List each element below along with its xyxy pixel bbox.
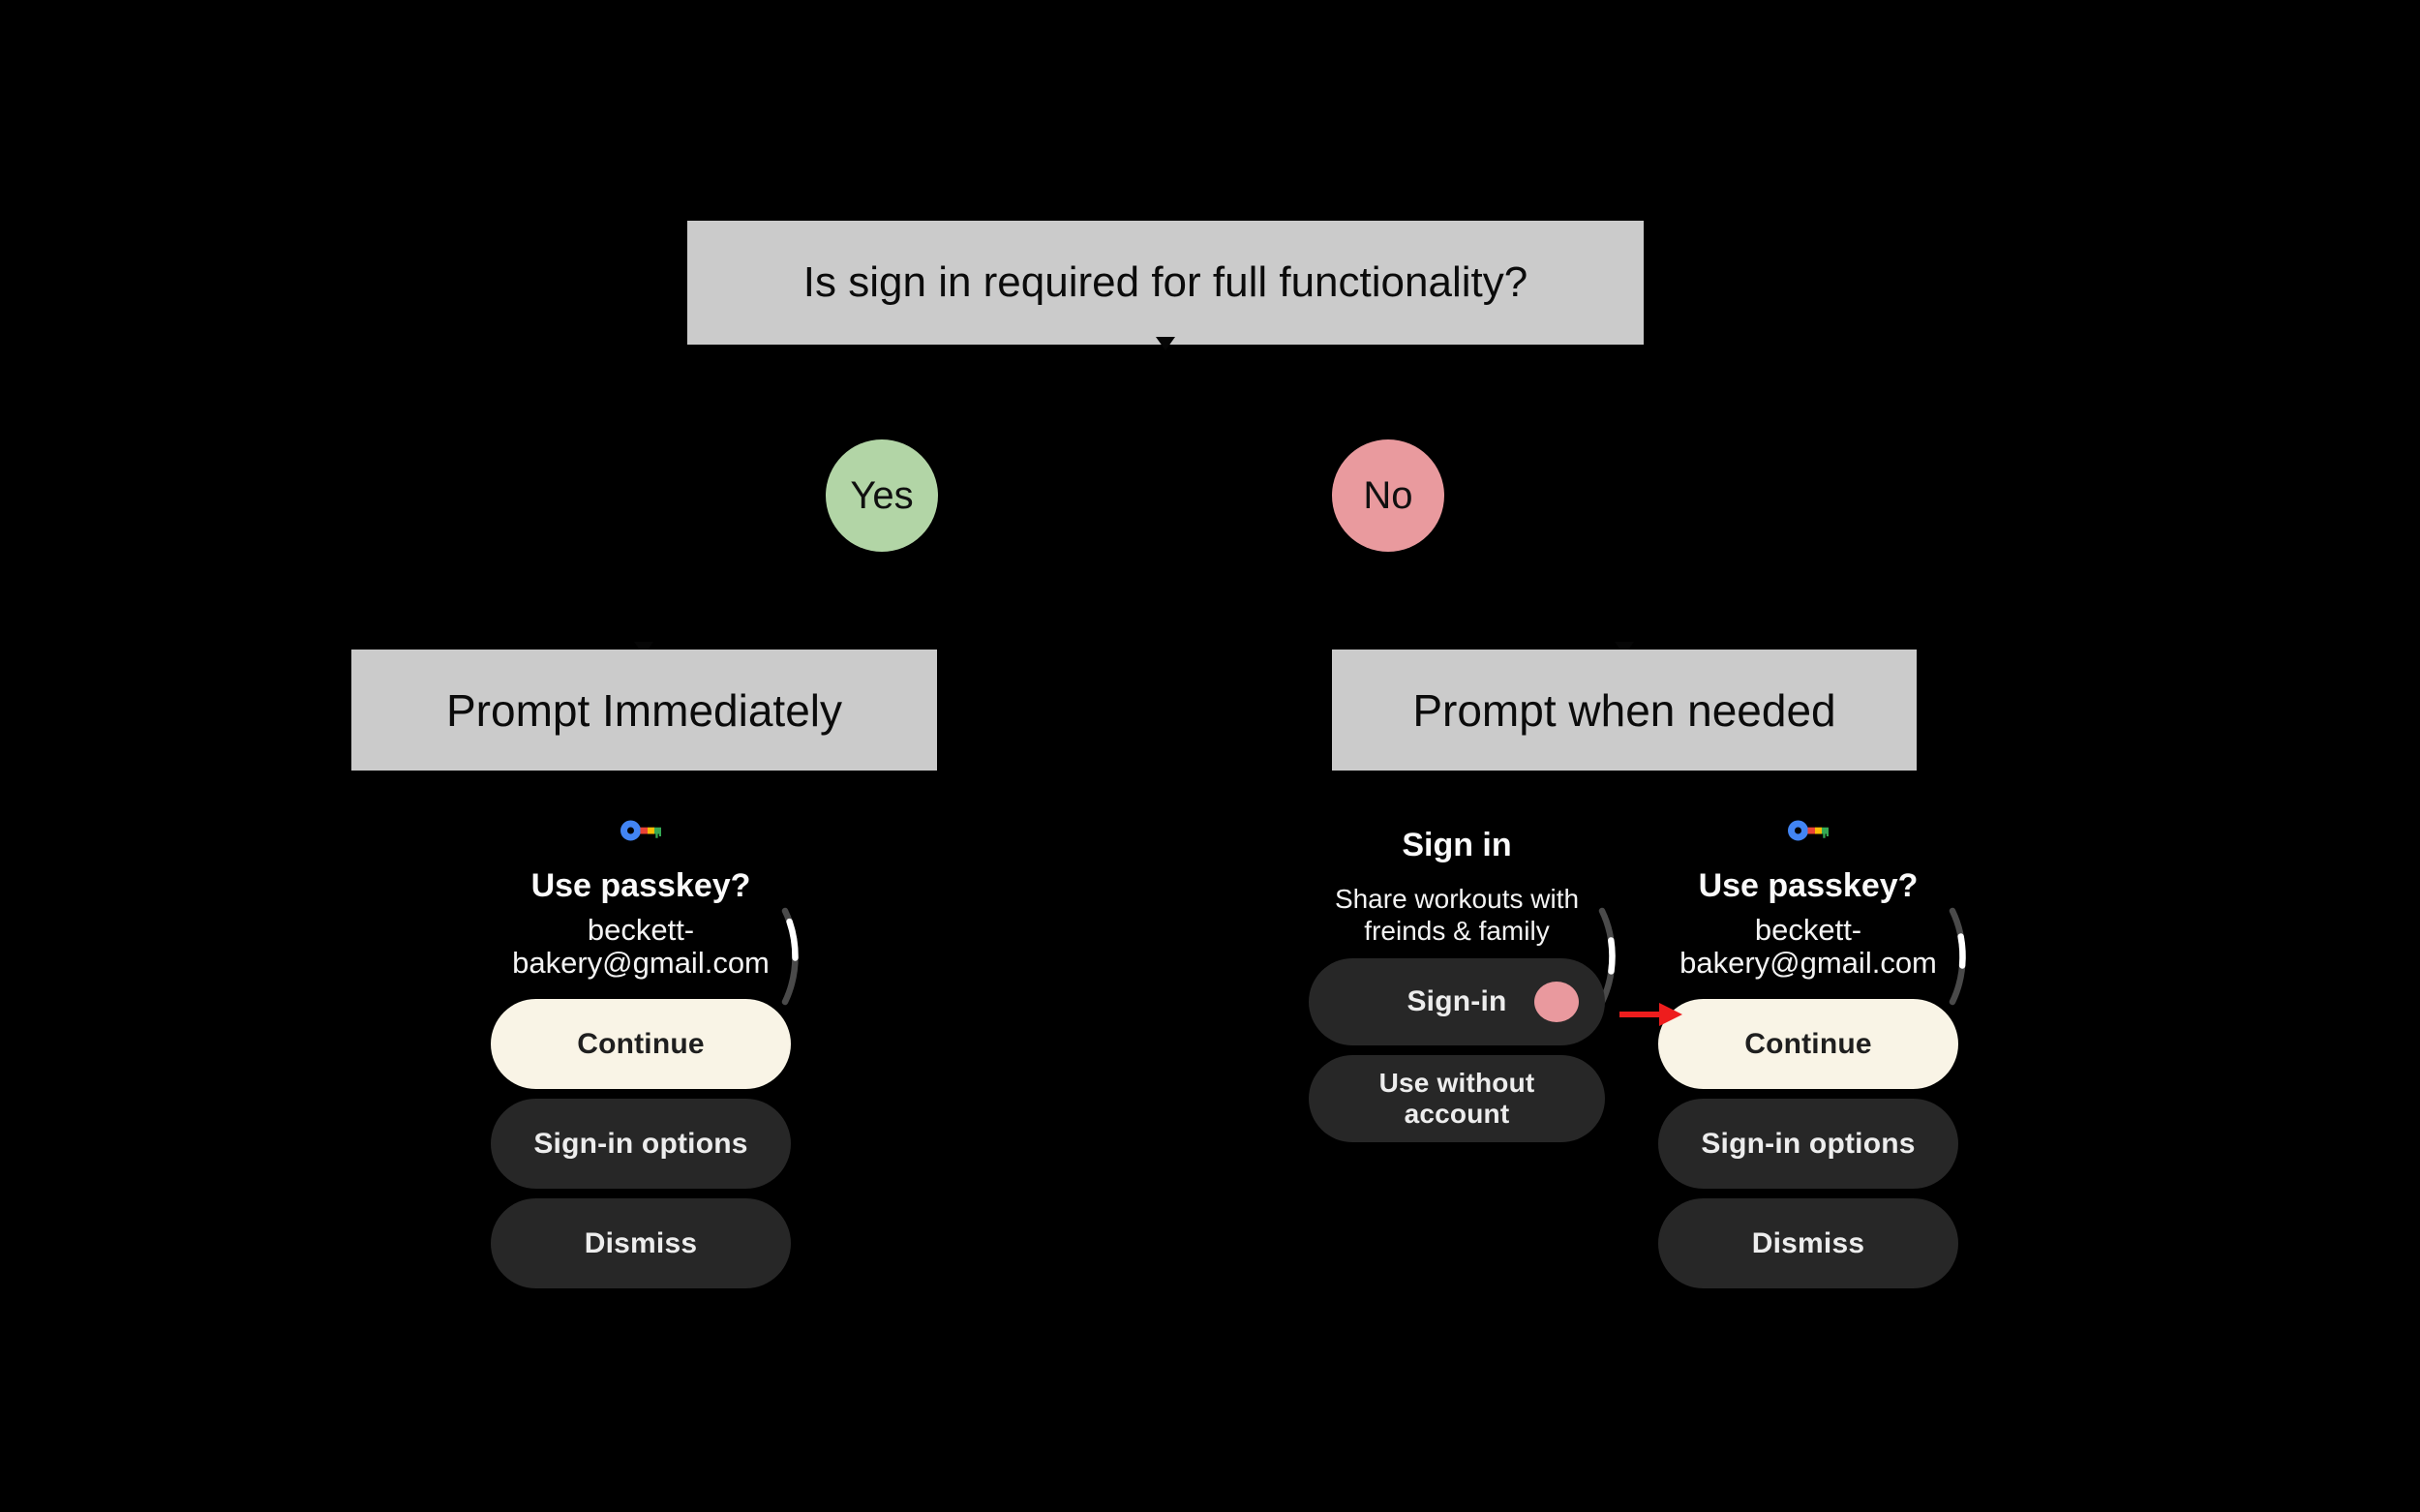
continue-button[interactable]: Continue [1658, 999, 1958, 1089]
no-node: No [1332, 439, 1444, 552]
outcome-node-prompt-immediately: Prompt Immediately [351, 650, 937, 771]
scroll-indicator [1597, 907, 1622, 1011]
outcome-node-prompt-when-needed: Prompt when needed [1332, 650, 1917, 771]
connector-arrowhead [1156, 337, 1175, 350]
passkey-title: Use passkey? [530, 867, 751, 904]
scroll-indicator [1948, 907, 1973, 1011]
question-text: Is sign in required for full functionali… [802, 258, 1528, 306]
passkey-key-icon [1788, 820, 1829, 846]
outcome-when-needed-text: Prompt when needed [1412, 684, 1836, 736]
use-without-line2: account [1404, 1099, 1510, 1129]
dismiss-button[interactable]: Dismiss [1658, 1198, 1958, 1288]
passkey-account: beckett- bakery@gmail.com [1639, 914, 1978, 980]
continue-button[interactable]: Continue [491, 999, 791, 1089]
no-label: No [1363, 473, 1413, 517]
dismiss-button[interactable]: Dismiss [491, 1198, 791, 1288]
signin-options-button[interactable]: Sign-in options [491, 1099, 791, 1189]
signin-options-label: Sign-in options [533, 1127, 748, 1160]
passkey-key-icon [620, 820, 661, 846]
question-node: Is sign in required for full functionali… [687, 221, 1644, 345]
continue-label: Continue [577, 1027, 705, 1060]
tap-indicator-dot [1534, 982, 1579, 1022]
account-line2: bakery@gmail.com [512, 946, 770, 980]
use-without-account-button[interactable]: Use without account [1309, 1055, 1605, 1142]
subtitle-line2: freinds & family [1364, 916, 1550, 946]
signin-options-button[interactable]: Sign-in options [1658, 1099, 1958, 1189]
account-line2: bakery@gmail.com [1679, 946, 1937, 980]
signin-button[interactable]: Sign-in [1309, 958, 1605, 1045]
continue-label: Continue [1744, 1027, 1872, 1060]
outcome-immediately-text: Prompt Immediately [445, 684, 842, 736]
signin-subtitle: Share workouts with freinds & family [1287, 883, 1626, 947]
subtitle-line1: Share workouts with [1334, 884, 1580, 914]
yes-node: Yes [826, 439, 938, 552]
dismiss-label: Dismiss [584, 1226, 698, 1259]
use-without-line1: Use without [1378, 1068, 1535, 1098]
signin-options-label: Sign-in options [1701, 1127, 1916, 1160]
dismiss-label: Dismiss [1751, 1226, 1865, 1259]
red-arrow-icon [1617, 996, 1684, 1038]
passkey-title: Use passkey? [1698, 867, 1919, 904]
account-line1: beckett- [587, 913, 695, 947]
passkey-account: beckett- bakery@gmail.com [471, 914, 810, 980]
yes-label: Yes [850, 473, 914, 517]
scroll-indicator [780, 907, 805, 1011]
account-line1: beckett- [1754, 913, 1862, 947]
signin-button-label: Sign-in [1407, 985, 1507, 1017]
signin-title: Sign in [1402, 827, 1512, 863]
